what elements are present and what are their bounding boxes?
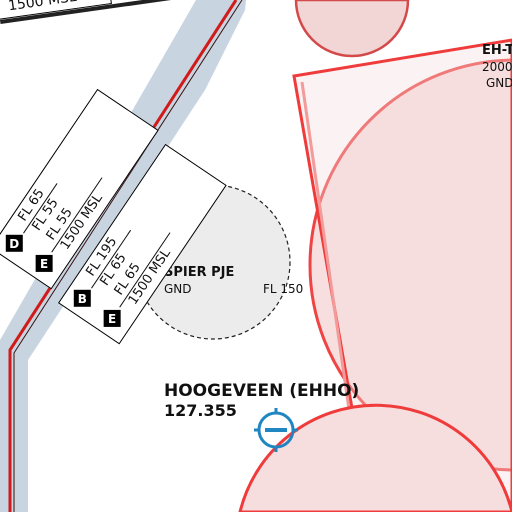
airway-dark-edge <box>13 0 243 512</box>
ctr-upper: 2000 <box>482 60 512 74</box>
ctr-name: EH-T <box>482 43 512 58</box>
ctr-circle <box>308 58 512 472</box>
ctr-lower: GND <box>486 76 512 90</box>
class-badge-b: B <box>73 289 91 307</box>
pje-lower: GND <box>164 282 192 296</box>
restricted-area-top <box>294 0 410 58</box>
airport-name: HOOGEVEEN (EHHO) <box>164 381 360 401</box>
airport-frequency: 127.355 <box>164 401 237 420</box>
airway-red-boundary <box>8 0 238 512</box>
pje-name: SPIER PJE <box>164 265 235 280</box>
airfield-icon[interactable] <box>254 408 298 452</box>
class-badge-d: D <box>5 234 23 252</box>
class-badge-e: E <box>35 254 53 272</box>
class-badge-e2: E <box>103 309 121 327</box>
restricted-area-bottom <box>238 403 512 512</box>
pje-upper: FL 150 <box>263 282 304 296</box>
